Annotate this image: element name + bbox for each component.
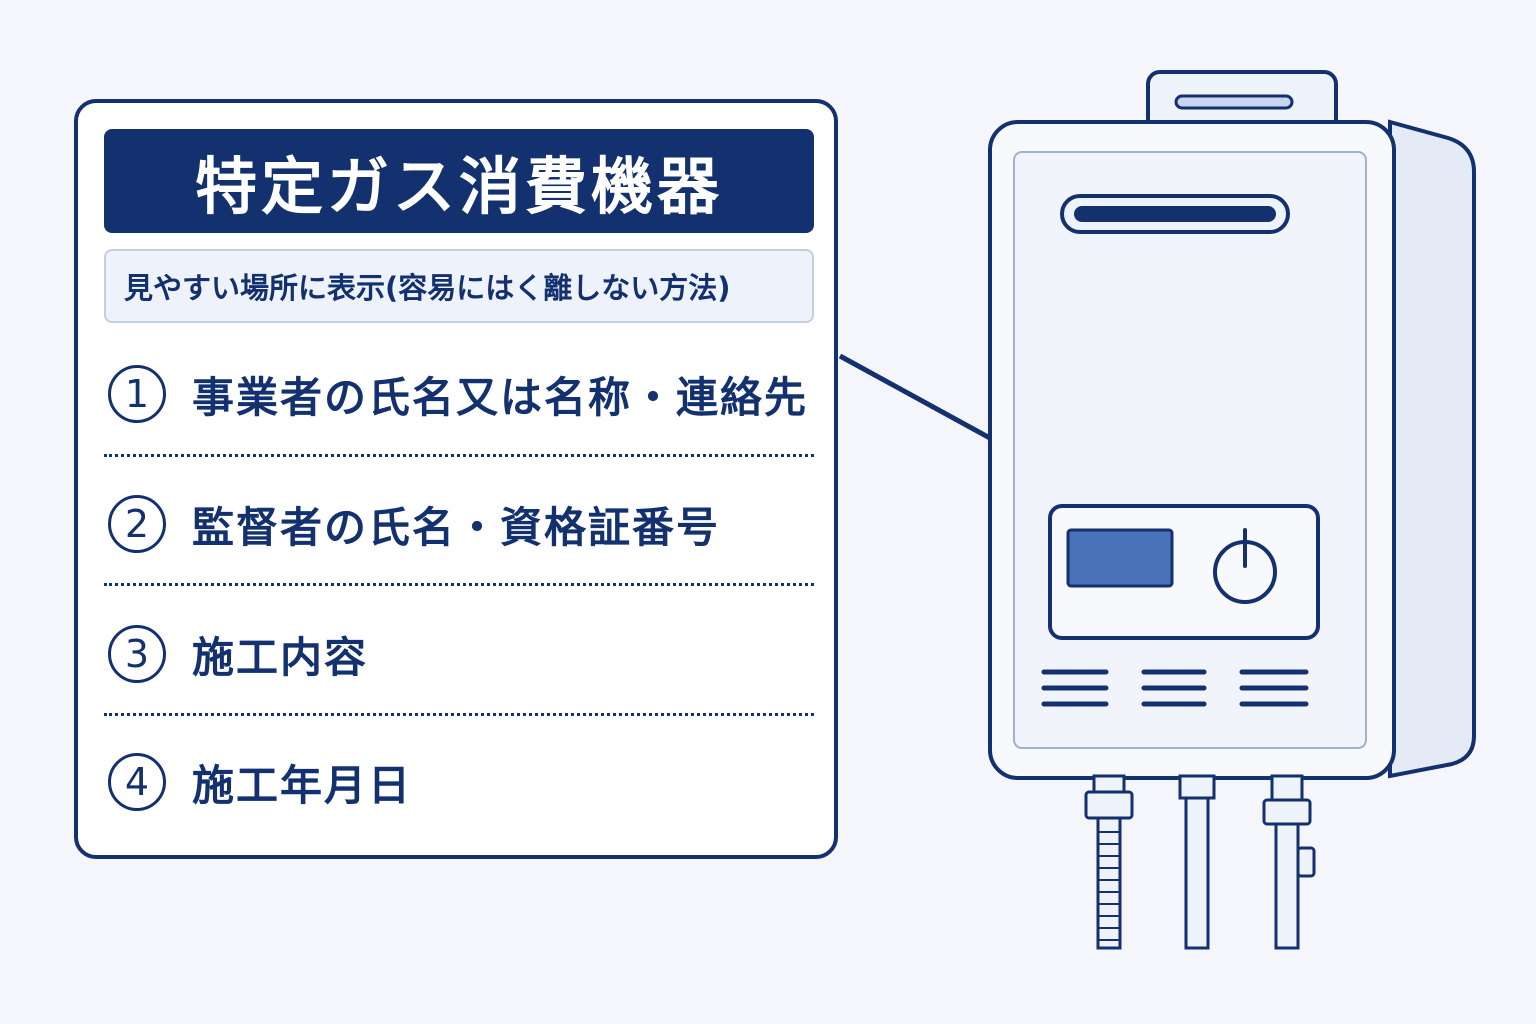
divider-3 bbox=[104, 713, 814, 716]
divider-1 bbox=[104, 454, 814, 457]
power-knob-icon bbox=[1213, 528, 1277, 604]
circled-number-3: 3 bbox=[108, 625, 166, 683]
pipe-left-flexible bbox=[1084, 774, 1134, 950]
vent-slots-icon bbox=[1041, 669, 1309, 707]
card-title: 特定ガス消費機器 bbox=[104, 129, 814, 233]
heater-side bbox=[1388, 119, 1476, 779]
label-card: 特定ガス消費機器 見やすい場所に表示(容易にはく離しない方法) 1 事業者の氏名… bbox=[74, 99, 838, 859]
item-text-1: 事業者の氏名又は名称・連絡先 bbox=[192, 372, 809, 422]
item-text-2: 監督者の氏名・資格証番号 bbox=[192, 502, 721, 552]
list-item-1: 1 事業者の氏名又は名称・連絡先 bbox=[104, 339, 814, 449]
circled-number-4: 4 bbox=[108, 753, 166, 811]
circled-number-1: 1 bbox=[108, 365, 166, 423]
pipe-center bbox=[1178, 774, 1216, 950]
list-item-3: 3 施工内容 bbox=[104, 599, 814, 709]
pipe-right-valve bbox=[1262, 774, 1316, 950]
item-text-4: 施工年月日 bbox=[192, 760, 413, 810]
heater-front-panel bbox=[1013, 151, 1367, 749]
divider-2 bbox=[104, 583, 814, 586]
card-subtitle: 見やすい場所に表示(容易にはく離しない方法) bbox=[104, 249, 814, 323]
circled-number-2: 2 bbox=[108, 495, 166, 553]
item-text-3: 施工内容 bbox=[192, 632, 369, 682]
display-screen-icon bbox=[1066, 528, 1174, 588]
list-item-4: 4 施工年月日 bbox=[104, 727, 814, 837]
list-item-2: 2 監督者の氏名・資格証番号 bbox=[104, 469, 814, 579]
